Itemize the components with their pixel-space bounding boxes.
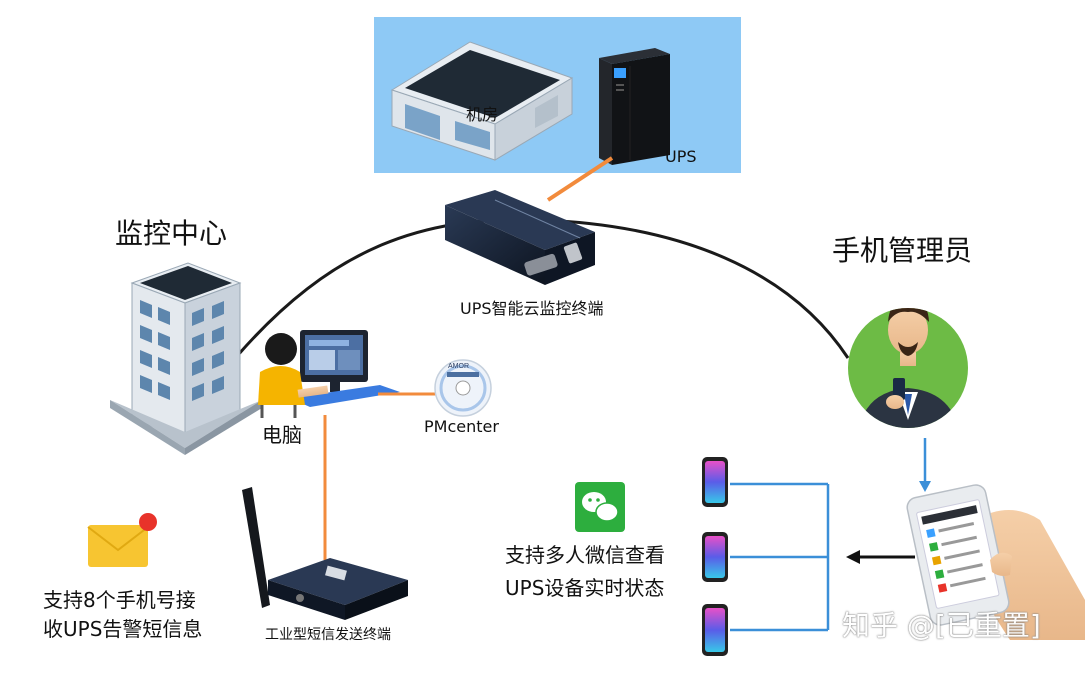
mobile-admin-title: 手机管理员 (832, 234, 973, 267)
avatar-icon (848, 308, 968, 428)
machine-room-label: 机房 (466, 105, 499, 124)
monitor-center-title: 监控中心 (115, 217, 228, 250)
watermark: 知乎 @[已重置] (842, 609, 1041, 642)
link-ups-terminal (546, 156, 614, 202)
wechat-distribution-lines (730, 482, 830, 632)
pmcenter-label: PMcenter (424, 417, 499, 436)
office-tower-icon (110, 262, 262, 455)
envelope-icon (87, 513, 157, 567)
sms-support-line1: 支持8个手机号接 (43, 588, 196, 612)
sms-support-line2: 收UPS告警短信息 (43, 617, 203, 641)
router-icon (445, 190, 595, 285)
ups-tower-icon (599, 48, 670, 165)
cd-brand-label: AMOR (448, 363, 469, 370)
link-avatar-phone (919, 438, 931, 492)
ups-label: UPS (665, 147, 697, 166)
computer-label: 电脑 (262, 423, 302, 447)
cd-icon (434, 359, 492, 417)
building-icon (390, 41, 574, 161)
wechat-icon (575, 482, 625, 532)
sms-modem-icon (242, 487, 408, 620)
arrow-left-icon (846, 550, 915, 564)
tower-windows (140, 300, 224, 401)
sms-terminal-label: 工业型短信发送终端 (265, 627, 391, 643)
computer-user-icon (258, 330, 400, 418)
cloud-terminal-label: UPS智能云监控终端 (460, 299, 604, 318)
phone-icon-2 (702, 532, 728, 582)
hand-phone-icon (906, 484, 1085, 640)
phone-icon-1 (702, 457, 728, 507)
wechat-support-line1: 支持多人微信查看 (505, 543, 665, 567)
phone-icon-3 (702, 604, 728, 656)
wechat-support-line2: UPS设备实时状态 (505, 576, 665, 600)
